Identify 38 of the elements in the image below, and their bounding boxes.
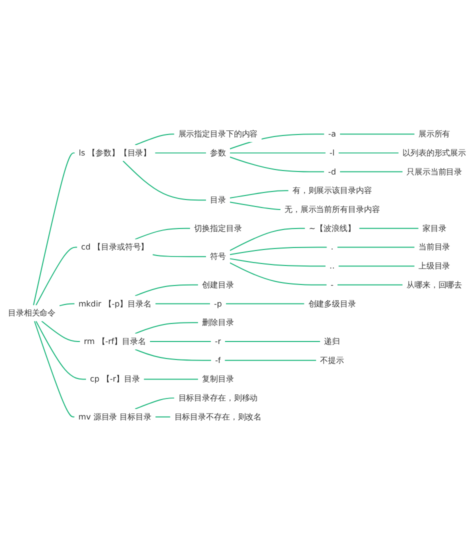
connector [358,228,419,229]
connector [339,134,415,135]
connector [229,262,328,286]
connector [338,152,400,154]
connector [134,348,212,361]
connector [224,360,317,361]
connector [154,303,211,304]
connector [229,190,289,199]
connector [134,398,175,410]
connector [229,202,281,210]
connector [154,152,207,154]
connector [134,228,191,240]
connector [122,160,207,201]
connector [36,246,78,306]
connector [225,303,305,304]
connector [36,320,87,380]
connector [41,320,80,342]
connector [229,228,306,252]
connector [337,284,404,286]
connector [338,266,415,267]
connector [149,341,212,342]
connector [229,246,328,256]
connector [134,322,199,334]
connector [152,254,207,258]
connector [59,303,75,306]
connector [336,246,415,248]
connector [33,152,76,306]
connector [340,171,404,172]
connector [154,416,171,418]
connector [224,341,321,342]
connector [229,156,325,172]
connector [229,258,326,267]
connector [143,378,199,380]
connector [134,134,175,146]
connector [134,284,199,296]
connector [229,152,326,154]
connector [229,134,325,150]
connector [34,320,75,418]
